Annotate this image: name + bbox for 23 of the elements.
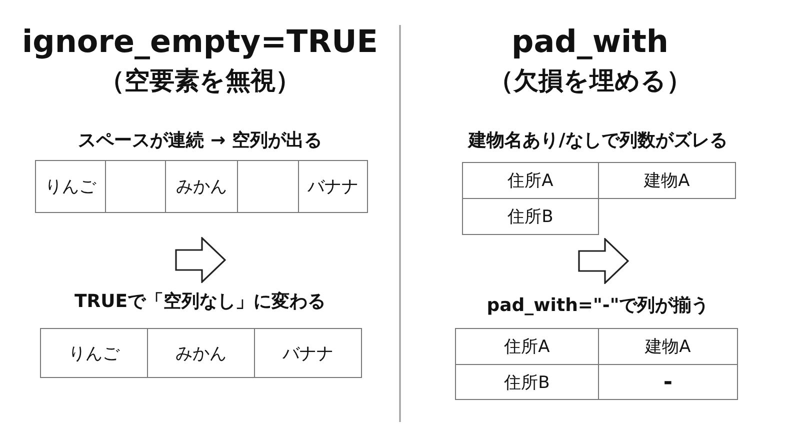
- table-cell: 住所A: [462, 162, 599, 199]
- table-cell: りんご: [40, 328, 148, 378]
- table-cell: バナナ: [254, 328, 362, 378]
- table-cell: -: [598, 364, 738, 400]
- table-cell: 住所B: [455, 364, 599, 400]
- caption-text: pad_with="-"で列が揃う: [486, 295, 710, 316]
- panel-title: ignore_empty=TRUE: [22, 24, 378, 60]
- table-cell: 建物A: [598, 328, 738, 365]
- table-cell: みかん: [165, 160, 238, 213]
- table-cell: 建物A: [598, 162, 736, 199]
- table-cell: [237, 160, 299, 213]
- table-cell: りんご: [35, 160, 106, 213]
- panel-title: pad_with: [512, 24, 668, 60]
- table-cell: 住所B: [462, 198, 599, 235]
- panel-title: （欠損を埋める）: [488, 66, 692, 95]
- table-cell: みかん: [147, 328, 255, 378]
- table-cell: バナナ: [298, 160, 368, 213]
- panel-title: （空要素を無視）: [100, 66, 300, 95]
- caption-text: 建物名あり/なしで列数がズレる: [468, 130, 728, 151]
- table-cell: 住所A: [455, 328, 599, 365]
- caption-text: スペースが連続 → 空列が出る: [78, 130, 322, 151]
- table-cell: [105, 160, 166, 213]
- caption-text: TRUEで「空列なし」に変わる: [74, 291, 326, 312]
